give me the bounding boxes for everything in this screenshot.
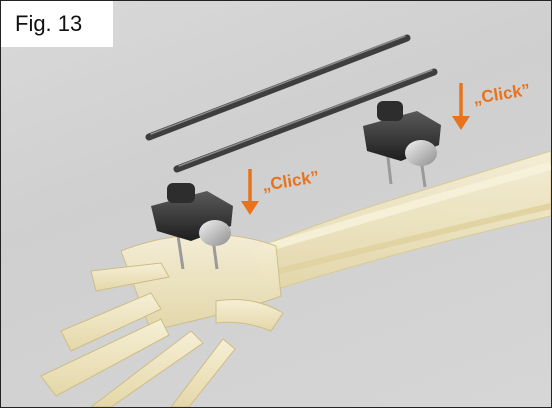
hand-bones xyxy=(41,235,283,407)
click-annotation-left: „Click” xyxy=(261,167,321,195)
arrow-down-icon xyxy=(241,169,259,215)
click-annotation-right: „Click” xyxy=(472,80,532,108)
arrow-down-icon xyxy=(452,83,470,130)
figure-label: Fig. 13 xyxy=(1,1,113,47)
pin-clamp-right xyxy=(363,101,441,187)
